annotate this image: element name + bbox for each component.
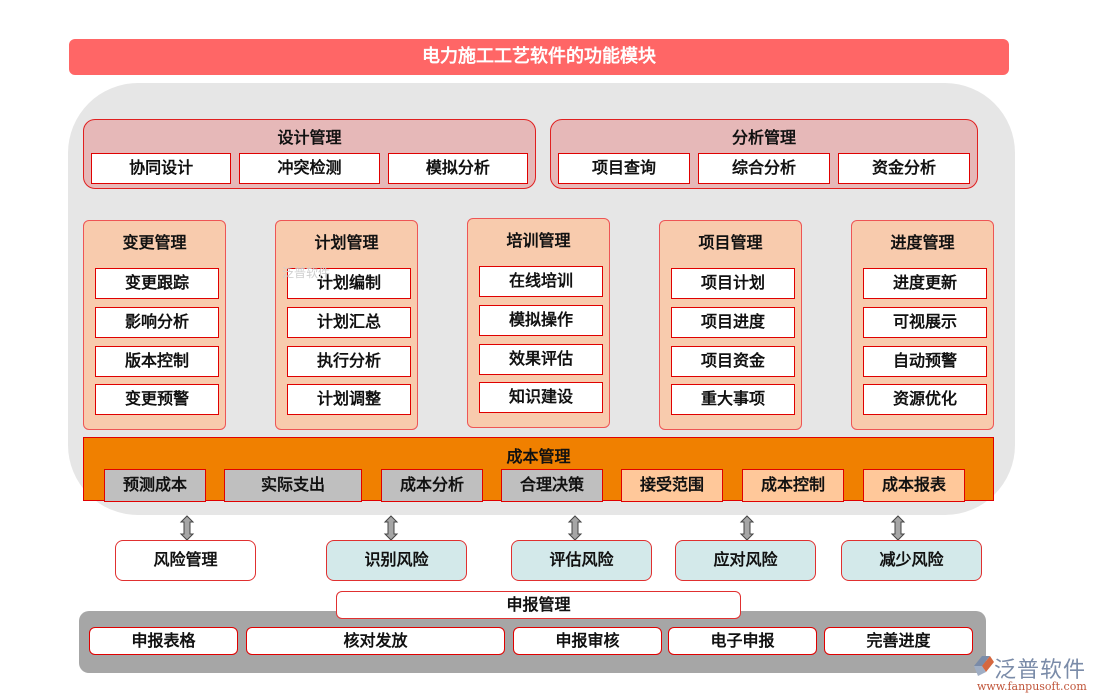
module-identify-risk[interactable]: 识别风险 (326, 540, 467, 581)
group-title: 计划管理 (314, 233, 379, 252)
module-effect-evaluation[interactable]: 效果评估 (479, 344, 603, 375)
module-project-progress[interactable]: 项目进度 (671, 307, 795, 338)
module-knowledge-building[interactable]: 知识建设 (479, 382, 603, 413)
module-verify-issue[interactable]: 核对发放 (246, 627, 505, 655)
group-title: 分析管理 (731, 128, 796, 147)
fanpusoft-logo: 泛普软件 www.fanpusoft.com (968, 652, 1098, 697)
module-visual-display[interactable]: 可视展示 (863, 307, 987, 338)
module-improve-progress[interactable]: 完善进度 (824, 627, 973, 655)
module-major-events[interactable]: 重大事项 (671, 384, 795, 415)
double-arrow-icon (567, 515, 583, 541)
logo-mark-icon (974, 656, 994, 676)
group-progress-management: 进度管理 进度更新 可视展示 自动预警 资源优化 (851, 220, 994, 430)
double-arrow-icon (890, 515, 906, 541)
group-change-management: 变更管理 变更跟踪 影响分析 版本控制 变更预警 (83, 220, 226, 430)
logo-url: www.fanpusoft.com (977, 680, 1087, 693)
module-simulated-operation[interactable]: 模拟操作 (479, 305, 603, 336)
module-auto-alert[interactable]: 自动预警 (863, 346, 987, 377)
double-arrow-icon (739, 515, 755, 541)
group-plan-management: 计划管理 计划编制 计划汇总 执行分析 计划调整 (275, 220, 418, 430)
module-electronic-report[interactable]: 电子申报 (668, 627, 817, 655)
module-comprehensive-analysis[interactable]: 综合分析 (698, 153, 830, 184)
module-project-plan[interactable]: 项目计划 (671, 268, 795, 299)
group-title: 培训管理 (506, 231, 571, 250)
page-title: 电力施工工艺软件的功能模块 (69, 39, 1009, 75)
logo-name: 泛普软件 (994, 658, 1087, 683)
module-risk-management[interactable]: 风险管理 (115, 540, 256, 581)
module-progress-update[interactable]: 进度更新 (863, 268, 987, 299)
module-assess-risk[interactable]: 评估风险 (511, 540, 652, 581)
module-respond-risk[interactable]: 应对风险 (675, 540, 816, 581)
group-training-management: 培训管理 在线培训 模拟操作 效果评估 知识建设 (467, 218, 610, 428)
module-online-training[interactable]: 在线培训 (479, 266, 603, 297)
module-change-tracking[interactable]: 变更跟踪 (95, 268, 219, 299)
module-conflict-detection[interactable]: 冲突检测 (239, 153, 380, 184)
group-title: 设计管理 (277, 128, 342, 147)
module-plan-summary[interactable]: 计划汇总 (287, 307, 411, 338)
group-title: 项目管理 (698, 233, 763, 252)
group-analysis-management: 分析管理 项目查询 综合分析 资金分析 (550, 119, 978, 189)
module-simulation-analysis[interactable]: 模拟分析 (387, 153, 528, 184)
module-execution-analysis[interactable]: 执行分析 (287, 346, 411, 377)
module-cost-control[interactable]: 成本控制 (742, 469, 844, 502)
module-resource-optimization[interactable]: 资源优化 (863, 384, 987, 415)
module-report-form[interactable]: 申报表格 (89, 627, 238, 655)
module-fund-analysis[interactable]: 资金分析 (838, 153, 970, 184)
group-cost-management: 成本管理 预测成本 实际支出 成本分析 合理决策 接受范围 成本控制 成本报表 (83, 437, 994, 502)
module-collaborative-design[interactable]: 协同设计 (91, 153, 232, 184)
module-reduce-risk[interactable]: 减少风险 (841, 540, 982, 581)
group-design-management: 设计管理 协同设计 冲突检测 模拟分析 (83, 119, 536, 189)
module-project-funds[interactable]: 项目资金 (671, 346, 795, 377)
module-rational-decision[interactable]: 合理决策 (501, 469, 603, 502)
module-plan-making[interactable]: 计划编制 (287, 268, 411, 299)
double-arrow-icon (179, 515, 195, 541)
group-title: 成本管理 (506, 447, 571, 466)
double-arrow-icon (383, 515, 399, 541)
module-report-review[interactable]: 申报审核 (513, 627, 662, 655)
module-actual-expense[interactable]: 实际支出 (224, 469, 362, 502)
module-version-control[interactable]: 版本控制 (95, 346, 219, 377)
watermark: 泛普软件 (282, 266, 331, 280)
module-acceptable-range[interactable]: 接受范围 (621, 469, 723, 502)
group-report-management: 申报管理 (336, 591, 741, 619)
module-impact-analysis[interactable]: 影响分析 (95, 307, 219, 338)
module-forecast-cost[interactable]: 预测成本 (104, 469, 206, 502)
group-title: 变更管理 (122, 233, 187, 252)
group-project-management: 项目管理 项目计划 项目进度 项目资金 重大事项 (659, 220, 802, 430)
module-change-alert[interactable]: 变更预警 (95, 384, 219, 415)
module-plan-adjustment[interactable]: 计划调整 (287, 384, 411, 415)
group-title: 进度管理 (890, 233, 955, 252)
module-cost-analysis[interactable]: 成本分析 (381, 469, 483, 502)
module-project-query[interactable]: 项目查询 (558, 153, 690, 184)
module-cost-report[interactable]: 成本报表 (863, 469, 965, 502)
